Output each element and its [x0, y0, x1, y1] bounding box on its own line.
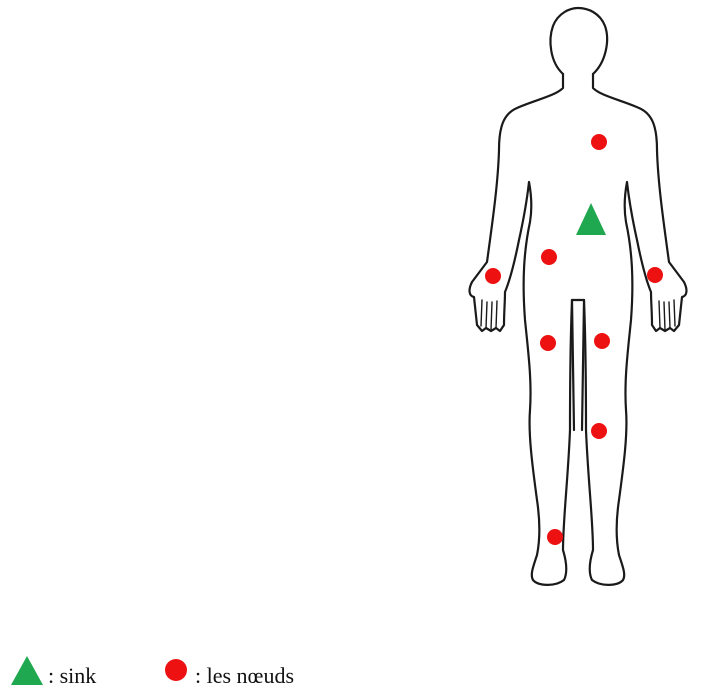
inner-leg-line-left — [572, 300, 574, 430]
right-body-outline — [578, 74, 686, 585]
legend-sink-icon — [11, 656, 43, 685]
node-left-wrist — [485, 268, 501, 284]
node-left-thigh — [540, 335, 556, 351]
node-chest — [591, 134, 607, 150]
legend: : sink : les nœuds — [11, 656, 294, 688]
right-hand-fingers — [659, 300, 675, 330]
head-outline — [550, 8, 607, 74]
node-right-knee — [591, 423, 607, 439]
node-right-wrist — [647, 267, 663, 283]
sensor-nodes — [485, 134, 663, 545]
node-abdomen — [541, 249, 557, 265]
legend-sink-label: : sink — [48, 663, 96, 688]
legend-node-icon — [165, 659, 187, 681]
node-right-thigh — [594, 333, 610, 349]
left-hand-fingers — [481, 300, 497, 330]
node-left-ankle — [547, 529, 563, 545]
left-body-outline — [470, 74, 578, 585]
human-body-outline — [470, 8, 687, 585]
legend-node-label: : les nœuds — [195, 663, 294, 688]
inner-leg-line-right — [582, 300, 584, 430]
sink-triangle-icon — [576, 203, 606, 235]
